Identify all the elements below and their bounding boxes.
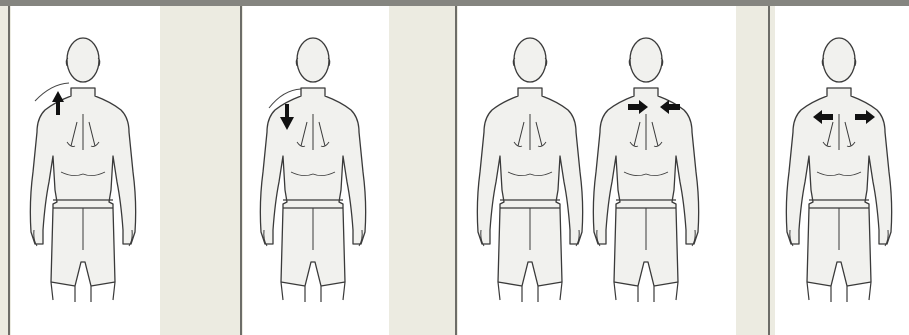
panel-divider [240,6,242,335]
panel-shoulder-protraction [775,6,909,335]
panel-divider [768,6,770,335]
panel-shoulder-depression [243,6,389,335]
panel-divider [455,6,457,335]
panel-divider [8,6,10,335]
panel-shoulder-elevation [11,6,160,335]
body-figure-back-view [260,38,365,302]
body-figure-back-view [593,38,698,302]
body-figure-back-view [30,38,135,302]
body-figure-back-view [786,38,891,302]
panel-shoulder-retraction [458,6,736,335]
body-figure-back-view [477,38,582,302]
